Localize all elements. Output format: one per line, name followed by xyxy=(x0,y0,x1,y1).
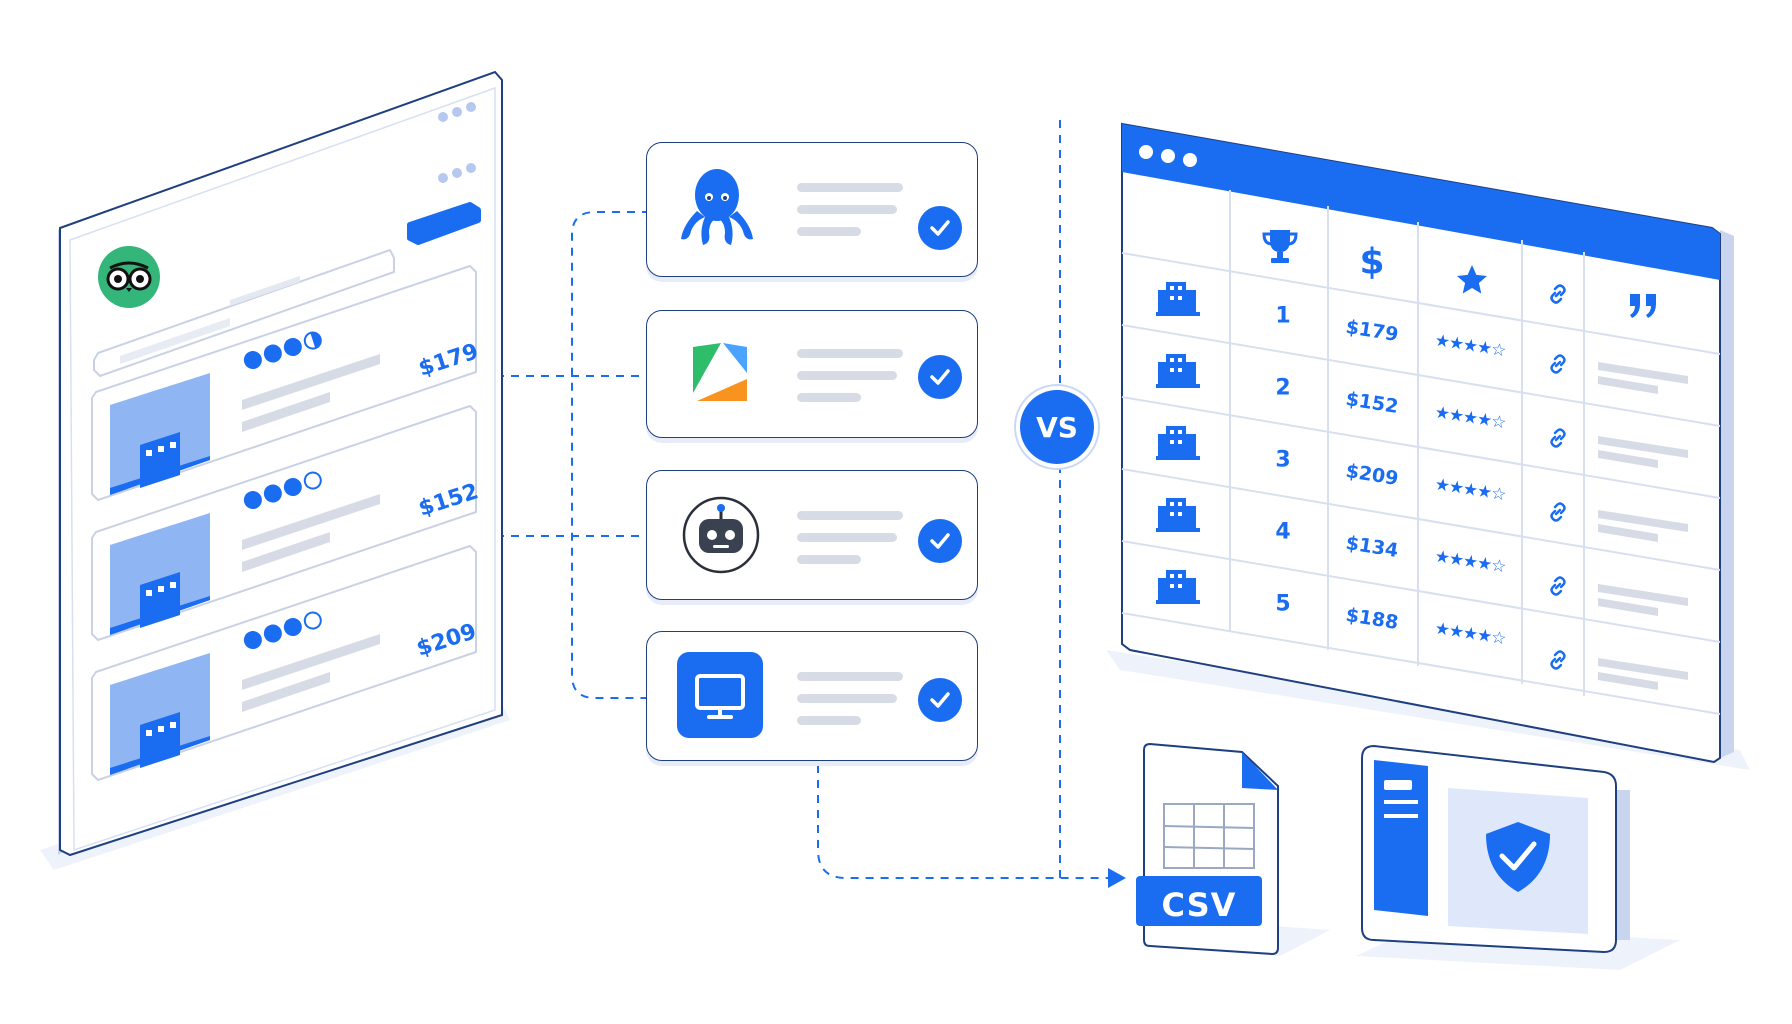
tool-description-line xyxy=(797,533,897,542)
star-icon xyxy=(1457,265,1487,294)
results-table-window xyxy=(1106,122,1750,770)
tool-description-line xyxy=(797,672,903,681)
vs-badge: VS xyxy=(1020,390,1094,464)
trophy-icon xyxy=(1262,230,1298,263)
tool-description-line xyxy=(797,694,897,703)
hotel-listing-cards xyxy=(91,265,477,781)
quote-icon xyxy=(1630,294,1656,318)
check-icon xyxy=(918,678,962,722)
tool-description-line xyxy=(797,555,861,564)
check-icon xyxy=(918,355,962,399)
tool-description-line xyxy=(797,371,897,380)
tripadvisor-logo-icon xyxy=(98,246,160,308)
csv-file-label: CSV xyxy=(1161,886,1237,924)
check-icon xyxy=(918,519,962,563)
tool-card-monitor[interactable] xyxy=(646,631,978,761)
table-row-rank: 5 xyxy=(1275,591,1291,617)
dollar-icon: $ xyxy=(1359,241,1385,283)
link-icon xyxy=(1550,284,1566,304)
tool-description-line xyxy=(797,349,903,358)
tool-description-line xyxy=(797,227,861,236)
hotel-row-icons xyxy=(1156,282,1200,604)
hotel-photo-icons xyxy=(110,373,210,775)
table-row-rank: 2 xyxy=(1275,375,1291,401)
tool-description-line xyxy=(797,511,903,520)
check-icon xyxy=(918,206,962,250)
csv-file-icon[interactable] xyxy=(1130,740,1350,960)
monitor-icon xyxy=(677,652,763,738)
tool-description-line xyxy=(797,716,861,725)
tool-card-robot[interactable] xyxy=(646,470,978,600)
table-link-icons[interactable] xyxy=(1546,352,1570,682)
listing-rating-2 xyxy=(239,463,334,519)
listing-rating-3 xyxy=(239,603,334,659)
table-row-rank: 1 xyxy=(1275,303,1291,329)
tool-description-line xyxy=(797,183,903,192)
tool-card-octopus[interactable] xyxy=(646,142,978,277)
table-row-rank: 4 xyxy=(1275,519,1291,545)
octopus-icon xyxy=(681,169,753,245)
secure-storage-card xyxy=(1356,744,1680,970)
tool-description-line xyxy=(797,205,897,214)
table-review-lines xyxy=(1598,362,1688,690)
robot-icon xyxy=(682,496,760,574)
listing-rating-1 xyxy=(239,323,334,379)
tool-description-line xyxy=(797,393,861,402)
table-row-rank: 3 xyxy=(1275,447,1291,473)
apify-logo-icon xyxy=(693,343,747,401)
tool-card-apify[interactable] xyxy=(646,310,978,438)
